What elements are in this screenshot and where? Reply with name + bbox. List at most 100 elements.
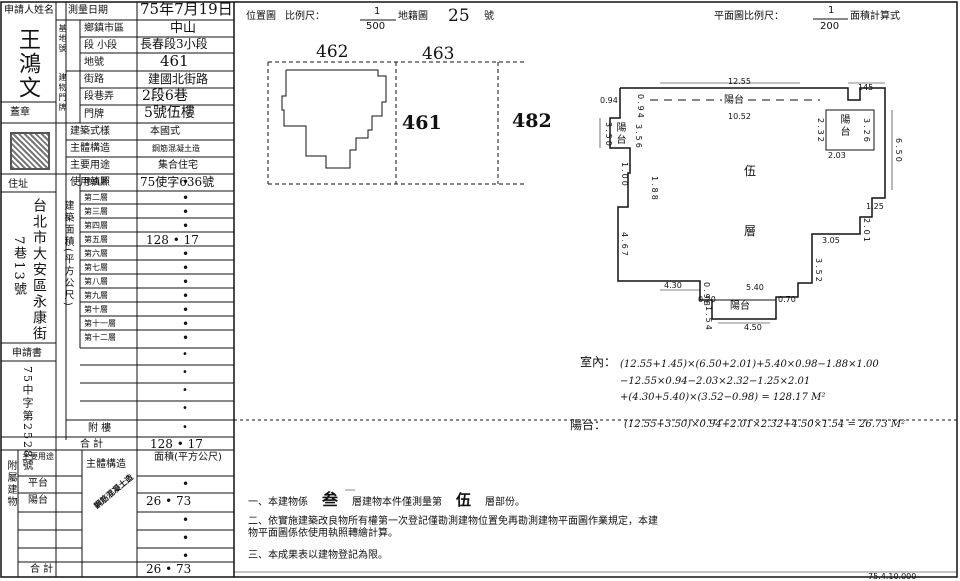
floor-row-value: • [182,331,190,345]
section-label: 段 小段 [84,40,118,51]
floor-area-label: 建築面積(平方公尺) [62,200,73,308]
floor-row-value: • [182,289,190,303]
dim-4-67: 4.67 [620,232,629,258]
dim-145: 145 [858,83,874,92]
annex-use-label: 主要用途 [22,452,54,461]
annex-row-value: • [182,531,190,545]
plan-scale-den: 200 [820,21,840,32]
floor-row-label: 第四層 [84,221,108,230]
permit-label: 使用執照 [70,177,110,188]
dim-1-88: 1.88 [650,176,659,202]
attached-value: • [182,422,188,433]
balcony-calc-label: 陽台： [570,418,607,432]
floor-row-label: 第二層 [84,193,108,202]
lot-value: 461 [160,52,189,70]
dim-3-05: 3.05 [822,236,840,245]
floor-row-label: 第十二層 [84,333,116,342]
permit-value: 75使字636號 [140,175,215,189]
annex-row-value: • [182,549,190,563]
balcony-right-label: 陽台 [838,114,849,138]
annex-area-label: 面積(平方公尺) [154,452,222,463]
balcony-bottom-label: 陽台 [730,301,750,312]
dim-0-94-b: 0.94 [636,94,645,120]
annex-row-use: 陽台 [28,495,48,506]
applicant-label: 申請人姓名 [4,5,54,16]
floor-extra-value: • [182,385,188,396]
applicant-name: 王鴻文 [15,28,40,100]
area-calc-label: 面積計算式 [850,11,900,22]
gate-value: 5號伍樓 [144,105,195,121]
calc-line-1: (12.55+1.45)×(6.50+2.01)+5.40×0.98−1.88×… [620,359,879,370]
style-label: 建築式樣 [70,126,110,137]
floor-plan-label: 伍 [744,164,757,178]
annex-row-value: • [182,477,190,491]
annex-row-value: 26 • 73 [146,494,192,508]
land-number-group: 基地號 [58,24,67,54]
lot-461: 461 [402,112,442,134]
floor-row-label: 第十層 [84,305,108,314]
indoor-label: 室內： [580,355,617,369]
lot-482: 482 [512,110,552,132]
dim-0-20: 0.20 [698,295,716,304]
application-label: 申請書 [12,348,42,359]
road-label: 街路 [84,74,104,85]
dim-10-52: 10.52 [728,112,751,121]
floor-row-value: • [182,205,190,219]
floor-row-label: 第七層 [84,263,108,272]
floor-extra-value: • [182,403,188,414]
location-map-label: 位置圖 [246,11,276,22]
dim-3-26: 3.26 [862,118,871,144]
floor-row-label: 第九層 [84,291,108,300]
dim-3-56: 3.56 [634,124,643,150]
style-value: 本國式 [150,126,180,137]
lane-label: 段巷弄 [84,91,114,102]
annex-structure-label: 主體構造 [86,459,126,470]
floor-row-label: 第六層 [84,249,108,258]
floor-extra-value: • [182,349,188,360]
seal-label: 蓋章 [10,107,30,118]
note-1: 一、本建物係叁層建物本件僅測量第伍層部份。 [248,490,526,509]
dim-6-50: 6.50 [894,138,903,164]
note-1-floor: 伍 [456,491,472,509]
annex-row-use: 平台 [28,478,48,489]
township-label: 鄉鎮市區 [84,23,124,34]
address-lane: 7巷13號 [11,236,26,297]
floor-row-value: • [182,275,190,289]
structure-value: 鋼筋混凝土造 [152,144,200,153]
floor-row-label: 第十一層 [84,319,116,328]
calc-line-2: −12.55×0.94−2.03×2.32−1.25×2.01 [620,376,811,387]
use-label: 主要用途 [70,160,110,171]
lot-label: 地號 [84,57,104,68]
floor-plan-label-2: 層 [744,224,757,238]
floor-row-label: 第五層 [84,235,108,244]
floor-row-label: 第三層 [84,207,108,216]
dim-0-98: 0.98 [702,282,711,308]
dim-1-54: 1.54 [704,306,713,332]
dim-1-25: 1.25 [866,202,884,211]
plan-scale-num: 1 [828,5,835,16]
balcony-left-label: 陽台 [614,122,625,146]
floor-row-value: • [182,317,190,331]
dim-0-70: 0.70 [778,295,796,304]
road-value: 建國北街路 [148,72,209,86]
note-2: 二、依實施建築改良物所有權第一次登記僅勘測建物位置免再勘測建物平面圖作業規定，本… [248,516,658,539]
total-value: 128 • 17 [150,437,203,451]
floor-row-label: 地面層 [84,177,108,186]
floor-row-value: • [182,261,190,275]
annex-group-label: 附屬建物 [5,460,16,508]
footer-date: 75.4.10.000 [868,572,917,581]
location-scale-label: 比例尺： [285,11,325,22]
annex-total-value: 26 • 73 [146,562,192,576]
floor-row-value: 128 • 17 [146,233,199,247]
annex-row-value: • [182,513,190,527]
date-label: 測量日期 [68,5,108,16]
section-value: 長春段3小段 [140,37,208,51]
dim-3-52: 3.52 [814,258,823,284]
floor-extra-value: • [182,367,188,378]
lane-value: 2段6巷 [142,88,188,104]
dim-0-94-a: 0.94 [600,96,618,105]
floor-row-value: • [182,247,190,261]
lot-462: 462 [316,42,349,62]
annex-total-label: 合 計 [30,564,54,575]
